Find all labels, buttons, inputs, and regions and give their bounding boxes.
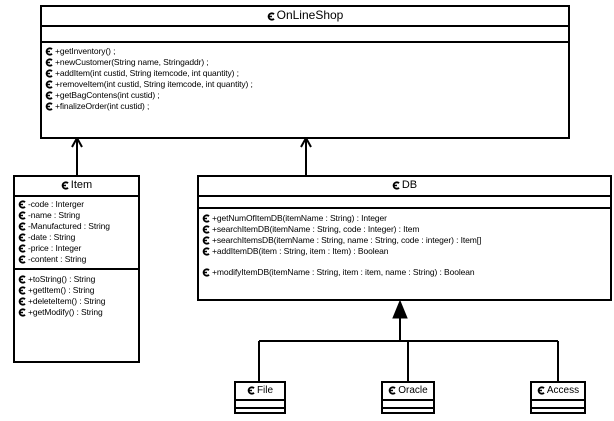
method-row: +modifyItemDB(itemName : String, item : … — [199, 267, 610, 278]
method-row: +getInventory() ; — [42, 46, 568, 57]
method-icon — [18, 308, 27, 317]
attribute-row: -name : String — [15, 210, 138, 221]
method-icon — [45, 102, 54, 111]
method-row: +toString() : String — [15, 274, 138, 285]
method-row: +getModify() : String — [15, 307, 138, 318]
class-onlineshop-methods: +getInventory() ; +newCustomer(String na… — [42, 43, 568, 112]
class-icon — [247, 386, 256, 395]
class-oracle-title: Oracle — [383, 383, 433, 401]
class-onlineshop-attributes — [42, 27, 568, 43]
class-file-attributes — [236, 401, 284, 409]
attribute-row: -date : String — [15, 232, 138, 243]
method-row-blank — [199, 257, 610, 267]
method-icon — [18, 275, 27, 284]
class-db-methods: +getNumOfItemDB(itemName : String) : Int… — [199, 209, 610, 278]
method-row: +searchItemDB(itemName : String, code : … — [199, 224, 610, 235]
method-row: +removeItem(int custid, String itemcode,… — [42, 79, 568, 90]
class-db-attributes — [199, 197, 610, 209]
method-icon — [202, 214, 211, 223]
class-file-title: File — [236, 383, 284, 401]
class-db-name: DB — [401, 179, 418, 191]
class-oracle-attributes — [383, 401, 433, 409]
method-row: +getNumOfItemDB(itemName : String) : Int… — [199, 213, 610, 224]
generalization-arrowhead — [392, 299, 408, 319]
class-icon — [267, 12, 276, 21]
attribute-icon — [18, 211, 27, 220]
method-row: +searchItemsDB(itemName : String, name :… — [199, 235, 610, 246]
method-icon — [18, 297, 27, 306]
class-oracle-name: Oracle — [398, 385, 428, 396]
attribute-icon — [18, 233, 27, 242]
class-item-methods: +toString() : String +getItem() : String… — [15, 270, 138, 318]
method-icon — [202, 236, 211, 245]
attribute-icon — [18, 244, 27, 253]
method-icon — [45, 58, 54, 67]
class-onlineshop[interactable]: OnLineShop +getInventory() ; +newCustome… — [40, 5, 570, 139]
class-file-name: File — [256, 385, 274, 396]
class-file[interactable]: File — [234, 381, 286, 414]
class-access-attributes — [532, 401, 584, 409]
method-icon — [45, 91, 54, 100]
class-onlineshop-title: OnLineShop — [42, 7, 568, 27]
method-icon — [45, 69, 54, 78]
class-item-name: Item — [70, 179, 93, 191]
method-icon — [202, 268, 211, 277]
class-access[interactable]: Access — [530, 381, 586, 414]
attribute-row: -price : Integer — [15, 243, 138, 254]
method-row: +addItem(int custid, String itemcode, in… — [42, 68, 568, 79]
method-icon — [202, 247, 211, 256]
method-icon — [18, 286, 27, 295]
attribute-icon — [18, 255, 27, 264]
class-access-methods — [532, 409, 584, 414]
method-icon — [45, 47, 54, 56]
method-row: +addItemDB(item : String, item : Item) :… — [199, 246, 610, 257]
class-file-methods — [236, 409, 284, 414]
attribute-icon — [18, 222, 27, 231]
method-row: +getBagContens(int custid) ; — [42, 90, 568, 101]
class-item-title: Item — [15, 177, 138, 197]
method-row: +deleteItem() : String — [15, 296, 138, 307]
class-onlineshop-name: OnLineShop — [276, 8, 344, 22]
method-row: +newCustomer(String name, Stringaddr) ; — [42, 57, 568, 68]
class-oracle[interactable]: Oracle — [381, 381, 435, 414]
class-access-name: Access — [546, 385, 580, 396]
class-oracle-methods — [383, 409, 433, 414]
method-row: +getItem() : String — [15, 285, 138, 296]
attribute-row: -content : String — [15, 254, 138, 265]
class-item[interactable]: Item -code : Interger -name : String -Ma… — [13, 175, 140, 363]
class-icon — [388, 386, 397, 395]
class-access-title: Access — [532, 383, 584, 401]
class-icon — [61, 181, 70, 190]
method-row: +finalizeOrder(int custid) ; — [42, 101, 568, 112]
class-item-attributes: -code : Interger -name : String -Manufac… — [15, 197, 138, 270]
method-icon — [202, 225, 211, 234]
attribute-row: -code : Interger — [15, 199, 138, 210]
class-db-title: DB — [199, 177, 610, 197]
class-icon — [537, 386, 546, 395]
attribute-row: -Manufactured : String — [15, 221, 138, 232]
method-icon — [45, 80, 54, 89]
attribute-icon — [18, 200, 27, 209]
class-db[interactable]: DB +getNumOfItemDB(itemName : String) : … — [197, 175, 612, 301]
class-icon — [392, 181, 401, 190]
